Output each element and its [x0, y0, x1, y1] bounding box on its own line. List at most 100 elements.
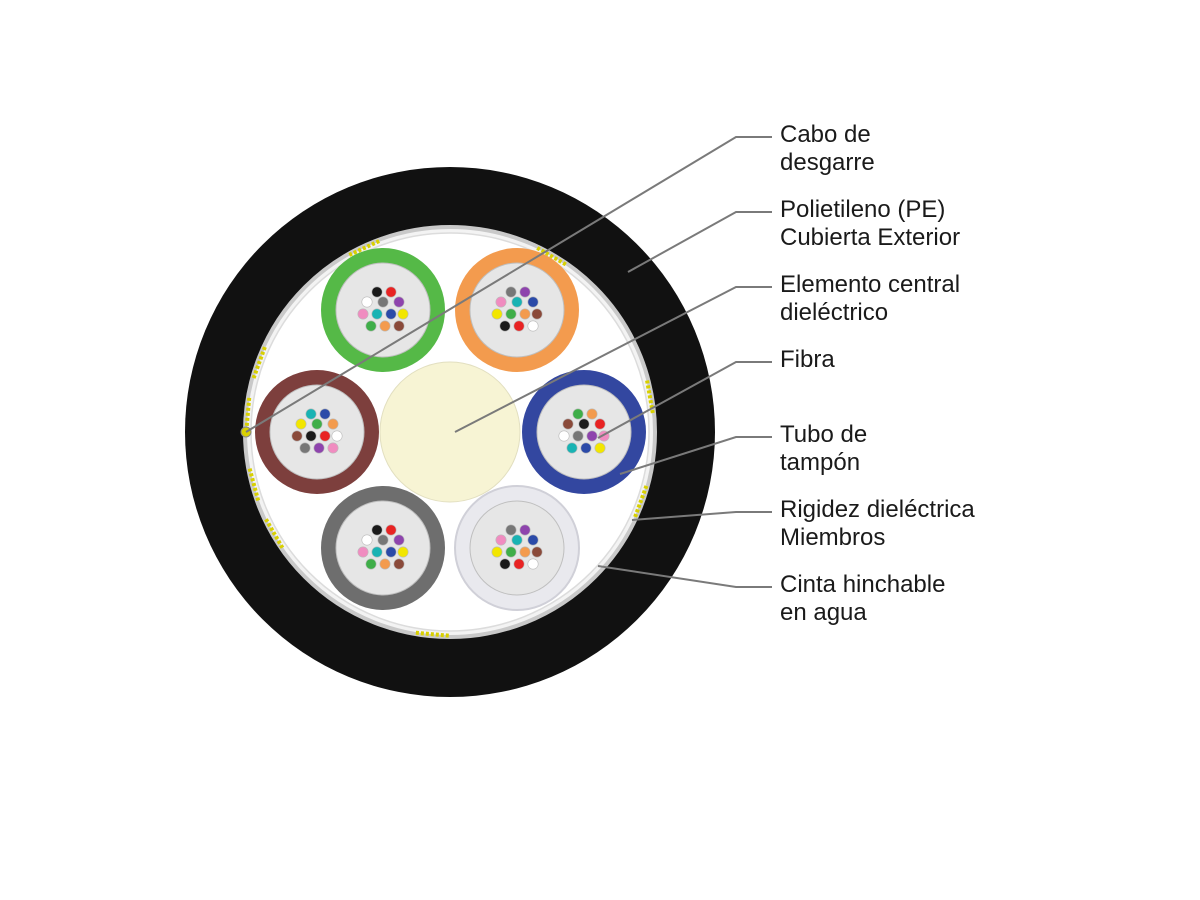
fiber — [379, 558, 391, 570]
central-member-label: dieléctrico — [780, 299, 888, 326]
fiber — [519, 308, 531, 320]
strength-yarn-patch — [247, 468, 261, 501]
fiber — [331, 430, 343, 442]
fiber-label: Fibra — [780, 346, 835, 373]
fiber — [319, 430, 331, 442]
buffer-tube-gel — [335, 500, 431, 596]
orange-tube — [455, 248, 579, 372]
water-tape-leader-line — [597, 565, 772, 588]
fiber — [385, 546, 397, 558]
fiber — [594, 418, 606, 430]
buffer-tube-leader-line — [619, 436, 772, 475]
fiber — [371, 546, 383, 558]
fiber — [491, 308, 503, 320]
buffer-tube-label: Tubo de — [780, 421, 867, 448]
fiber — [558, 430, 570, 442]
fiber — [586, 430, 598, 442]
water-tape-label: en agua — [780, 599, 867, 626]
fiber — [505, 286, 517, 298]
green-tube — [321, 248, 445, 372]
gray-tube — [321, 486, 445, 610]
fiber — [295, 418, 307, 430]
fiber — [527, 320, 539, 332]
fiber — [365, 320, 377, 332]
fiber — [327, 418, 339, 430]
fiber — [531, 308, 543, 320]
fiber — [305, 408, 317, 420]
fiber — [377, 534, 389, 546]
strength-yarn-patch — [633, 485, 649, 518]
fiber — [527, 534, 539, 546]
leader-lines — [245, 136, 772, 588]
fiber — [371, 286, 383, 298]
fiber — [499, 558, 511, 570]
buffer-tube-gel — [335, 262, 431, 358]
rip-cord-leader-line — [245, 136, 772, 433]
fiber — [566, 442, 578, 454]
fiber — [371, 524, 383, 536]
fiber — [397, 546, 409, 558]
fiber — [393, 296, 405, 308]
fiber — [519, 546, 531, 558]
strength-yarn-patch — [415, 630, 449, 638]
fiber — [397, 308, 409, 320]
fiber — [365, 558, 377, 570]
fiber — [393, 320, 405, 332]
fiber — [393, 558, 405, 570]
cable-body — [185, 167, 715, 697]
fiber — [572, 408, 584, 420]
fiber — [580, 442, 592, 454]
fiber — [572, 430, 584, 442]
strength-members-label: Rigidez dieléctrica — [780, 496, 975, 523]
fiber — [291, 430, 303, 442]
white-tube — [454, 485, 580, 611]
central-strength-member — [379, 361, 521, 503]
fiber — [578, 418, 590, 430]
fiber — [505, 524, 517, 536]
fiber — [505, 308, 517, 320]
fiber — [379, 320, 391, 332]
fiber-leader-line — [597, 361, 772, 439]
buffer-tube-gel — [469, 262, 565, 358]
strength-yarn-patch — [264, 518, 285, 549]
fiber — [319, 408, 331, 420]
strength-yarn-patch — [645, 380, 655, 414]
buffer-tube-gel — [536, 384, 632, 480]
fiber — [495, 296, 507, 308]
fiber — [393, 534, 405, 546]
fiber — [371, 308, 383, 320]
outer-jacket-leader-line — [627, 211, 772, 273]
fiber — [495, 534, 507, 546]
rip-cord-label: desgarre — [780, 149, 875, 176]
fiber — [527, 296, 539, 308]
fiber — [311, 418, 323, 430]
fiber — [385, 308, 397, 320]
brown-tube — [255, 370, 379, 494]
outer-jacket-label: Polietileno (PE) — [780, 196, 945, 223]
fiber — [385, 524, 397, 536]
fiber — [519, 286, 531, 298]
rip-cord-label: Cabo de — [780, 121, 871, 148]
fiber — [519, 524, 531, 536]
buffer-tube-label: tampón — [780, 449, 860, 476]
fiber — [385, 286, 397, 298]
strength-members-leader-line — [631, 511, 772, 521]
strength-yarn-patch — [251, 346, 267, 379]
buffer-tube-gel — [469, 500, 565, 596]
buffer-tube-gel — [269, 384, 365, 480]
fiber — [513, 558, 525, 570]
fiber — [299, 442, 311, 454]
strength-yarn-patch — [536, 246, 567, 267]
blue-tube — [522, 370, 646, 494]
fiber — [313, 442, 325, 454]
central-member-leader-line — [454, 286, 772, 433]
fiber — [377, 296, 389, 308]
fiber — [505, 546, 517, 558]
strength-members-label: Miembros — [780, 524, 885, 551]
fiber — [491, 546, 503, 558]
fiber — [562, 418, 574, 430]
fiber — [511, 534, 523, 546]
outer-jacket-label: Cubierta Exterior — [780, 224, 960, 251]
